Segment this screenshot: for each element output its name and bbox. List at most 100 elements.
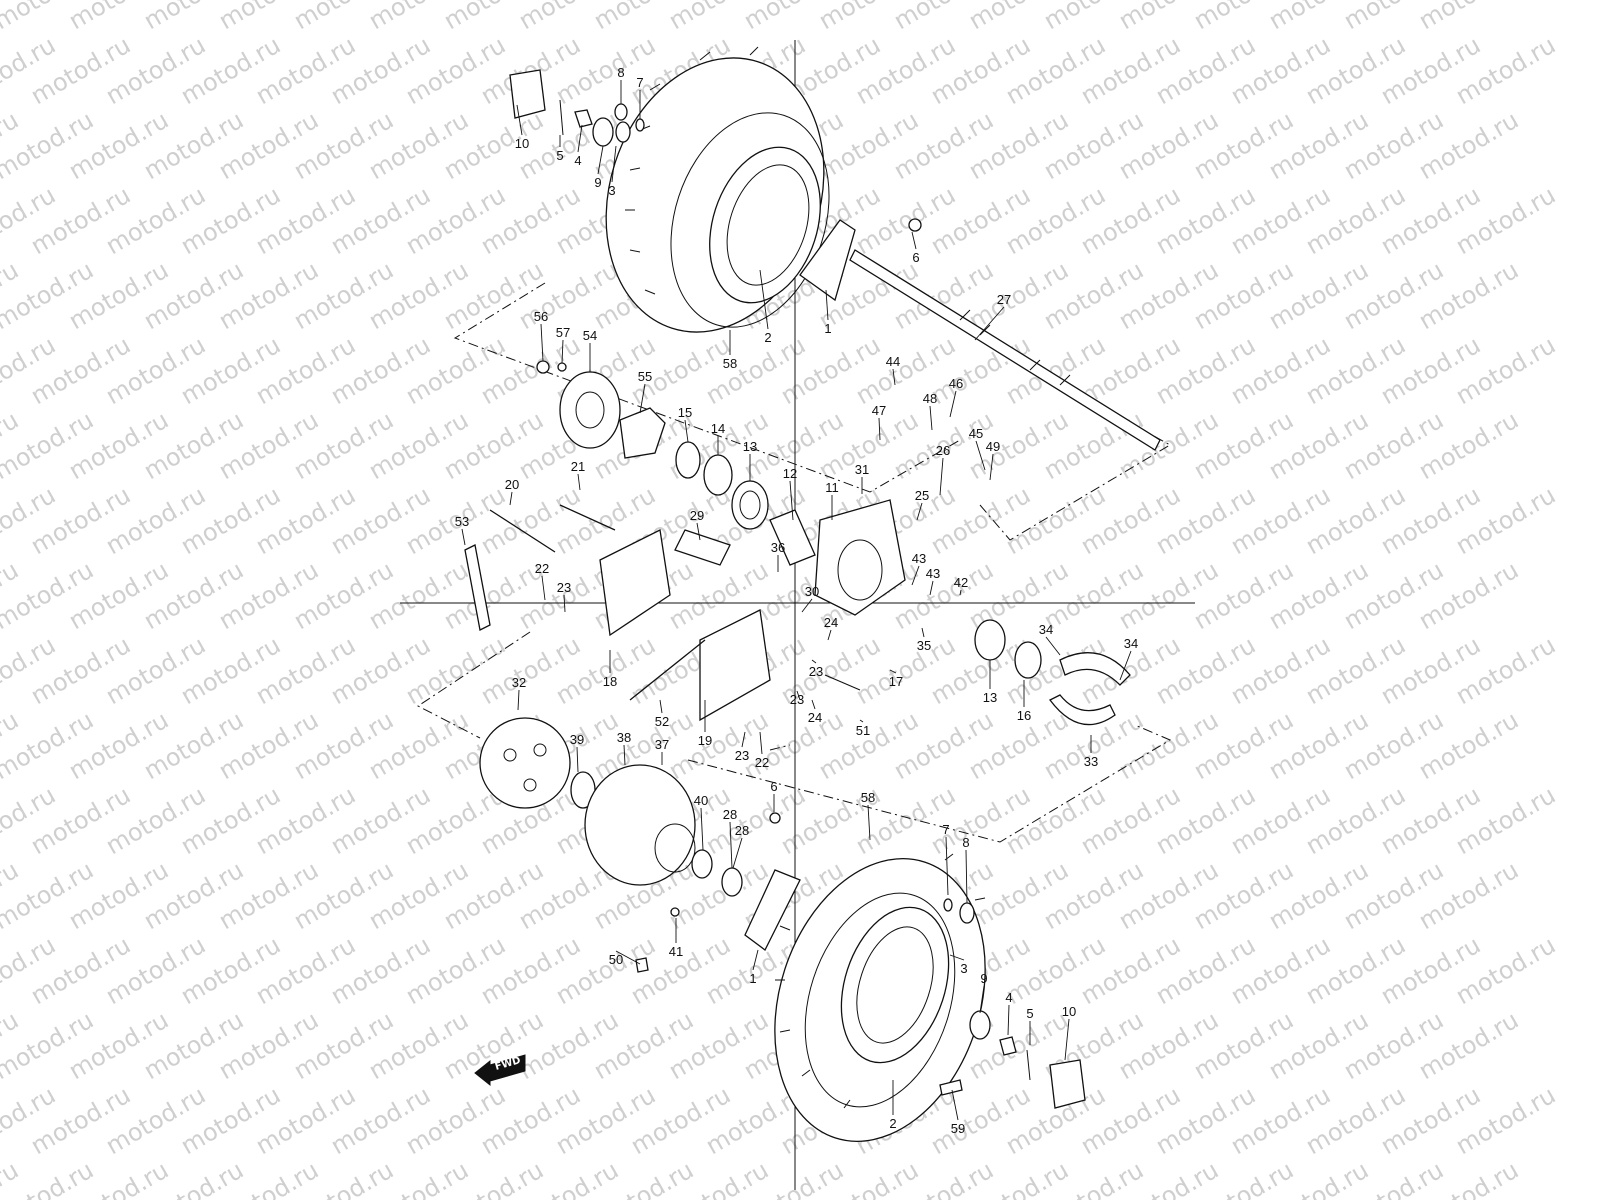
leader-line — [639, 383, 646, 414]
part-number-label: 25 — [915, 488, 929, 503]
brackets — [464, 504, 861, 722]
part-number-label: 3 — [608, 183, 615, 198]
leader-line — [540, 323, 544, 362]
part-number-label: 19 — [698, 733, 712, 748]
leader-line — [929, 405, 933, 431]
leader-line — [945, 836, 949, 896]
part-number-label: 2 — [764, 330, 771, 345]
leader-line — [577, 473, 581, 491]
part-number-label: 46 — [949, 376, 963, 391]
leader-line — [759, 269, 769, 330]
brake-housing — [814, 499, 906, 616]
leader-line — [541, 575, 546, 601]
leader-line — [752, 949, 759, 971]
part-number-label: 8 — [962, 835, 969, 850]
part-number-label: 53 — [455, 514, 469, 529]
leader-line — [975, 440, 986, 471]
lower-tire — [774, 853, 986, 1142]
leader-line — [1119, 650, 1132, 681]
leader-line — [659, 699, 663, 714]
leader-line — [461, 528, 466, 546]
part-number-label: 35 — [917, 638, 931, 653]
leader-line — [741, 731, 746, 748]
part-number-label: 33 — [1084, 754, 1098, 769]
leader-line — [700, 807, 704, 851]
part-number-label: 38 — [617, 730, 631, 745]
leader-line — [939, 457, 944, 496]
leader-line — [1064, 1018, 1070, 1061]
leader-line — [929, 580, 934, 596]
leader-line — [759, 731, 763, 755]
upper-tire — [605, 46, 830, 333]
part-number-label: 45 — [969, 426, 983, 441]
leader-line — [859, 719, 864, 723]
part-number-label: 4 — [1005, 990, 1012, 1005]
bearings — [675, 441, 816, 566]
part-number-label: 44 — [886, 354, 900, 369]
leader-line — [811, 699, 816, 710]
brake-drum-assembly — [479, 717, 801, 951]
part-number-label: 42 — [954, 575, 968, 590]
part-number-label: 10 — [515, 136, 529, 151]
leader-line — [949, 954, 965, 961]
part-number-label: 48 — [923, 391, 937, 406]
part-number-label: 52 — [655, 714, 669, 729]
leader-line — [951, 1089, 959, 1121]
part-number-label: 58 — [861, 790, 875, 805]
part-number-label: 23 — [809, 664, 823, 679]
part-number-label: 23 — [790, 692, 804, 707]
part-number-label: 1 — [749, 971, 756, 986]
part-number-label: 14 — [711, 421, 725, 436]
part-number-label: 58 — [723, 356, 737, 371]
part-number-label: 6 — [770, 779, 777, 794]
leader-line — [827, 629, 832, 641]
part-number-label: 11 — [825, 480, 839, 495]
axle-shaft — [849, 249, 1161, 451]
part-number-label: 22 — [535, 561, 549, 576]
leader-line — [974, 306, 1005, 341]
leader-line — [563, 594, 566, 613]
leader-line — [517, 689, 520, 711]
leader-line — [732, 837, 743, 869]
leader-line — [979, 985, 985, 1014]
leader-line — [911, 565, 920, 586]
part-number-label: 54 — [583, 328, 597, 343]
part-number-label: 18 — [603, 674, 617, 689]
part-number-label: 57 — [556, 325, 570, 340]
group-outlines — [417, 282, 1172, 843]
part-number-label: 32 — [512, 675, 526, 690]
leader-line — [878, 417, 881, 441]
part-number-label: 15 — [678, 405, 692, 420]
part-number-label: 12 — [783, 466, 797, 481]
leader-line — [825, 289, 829, 321]
part-number-label: 28 — [735, 823, 749, 838]
upper-hub-parts — [509, 69, 922, 302]
part-number-label: 16 — [1017, 708, 1031, 723]
leader-line — [597, 145, 604, 175]
part-number-label: 2 — [889, 1116, 896, 1131]
leader-line — [959, 589, 962, 596]
part-number-label: 39 — [570, 732, 584, 747]
leader-line — [801, 598, 813, 613]
part-number-label: 3 — [960, 961, 967, 976]
part-number-label: 5 — [1026, 1006, 1033, 1021]
part-number-label: 24 — [824, 615, 838, 630]
leader-line — [911, 231, 917, 250]
part-number-label: 56 — [534, 309, 548, 324]
part-number-label: 13 — [983, 690, 997, 705]
leader-line — [684, 419, 689, 443]
part-number-label: 4 — [574, 153, 581, 168]
leader-line — [789, 480, 794, 521]
part-number-label: 5 — [556, 148, 563, 163]
part-number-label: 49 — [986, 439, 1000, 454]
leader-line — [921, 627, 925, 638]
leader-line — [811, 659, 817, 664]
part-number-label: 20 — [505, 477, 519, 492]
leader-line — [1007, 1004, 1010, 1036]
fwd-direction-badge: FWD — [474, 1054, 526, 1087]
leader-line — [867, 804, 871, 841]
sprocket-assembly — [536, 360, 666, 459]
brake-shoe-assembly — [974, 619, 1131, 726]
part-number-label: 40 — [694, 793, 708, 808]
